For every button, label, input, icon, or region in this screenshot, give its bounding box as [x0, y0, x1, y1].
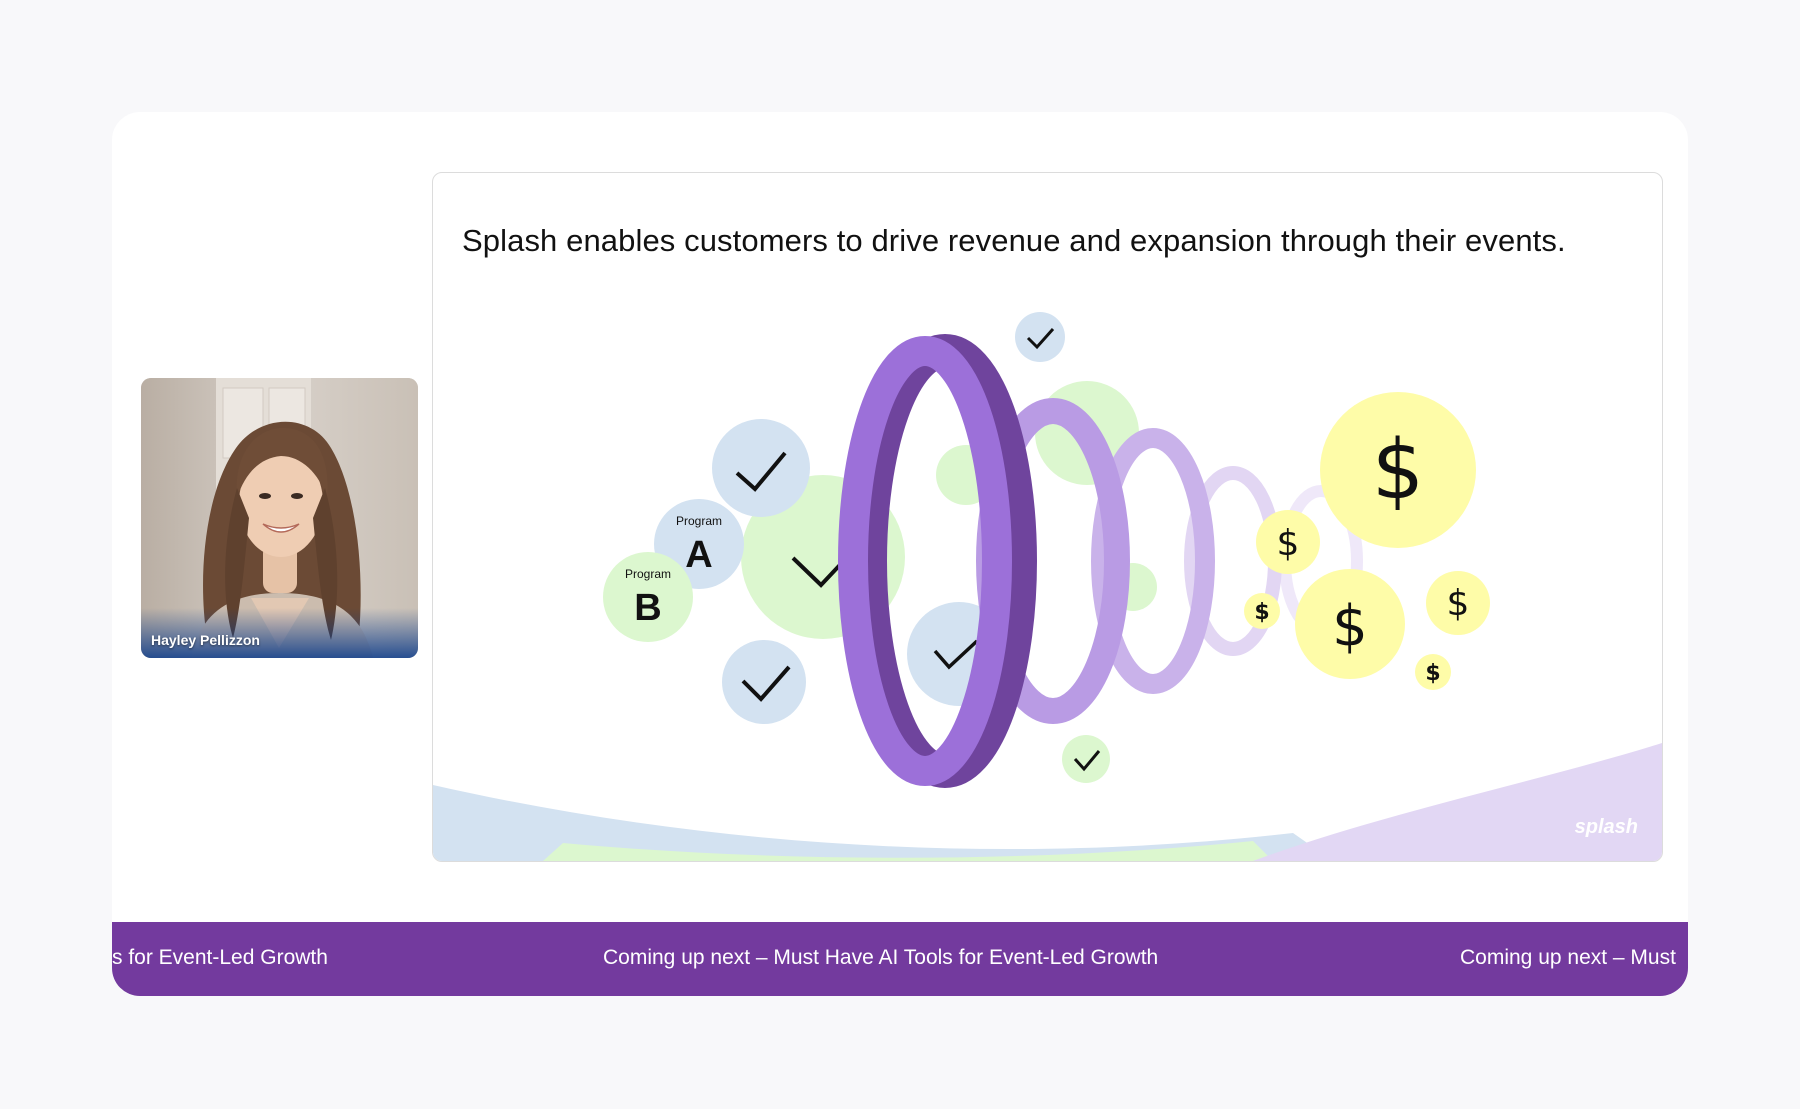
dollar-circle-small: [1244, 593, 1280, 629]
dollar-circle: [1256, 510, 1320, 574]
dollar-icon: $: [1372, 423, 1424, 518]
dollar-icon: $: [1447, 583, 1470, 624]
speaker-video-tile[interactable]: Hayley Pellizzon: [141, 378, 418, 658]
program-a-label: Program: [676, 514, 722, 528]
check-icon: [735, 451, 787, 492]
slide-title: Splash enables customers to drive revenu…: [462, 223, 1566, 258]
presentation-stage: Hayley Pellizzon Program A Program B: [112, 112, 1688, 996]
blue-check-circle: [712, 419, 810, 517]
program-b-badge: [603, 552, 693, 642]
check-icon: [1073, 750, 1101, 772]
program-b-label: Program: [625, 567, 671, 581]
blue-check-circle-small: [1015, 312, 1065, 362]
speaker-video-feed: [141, 378, 418, 658]
check-icon: [933, 639, 979, 670]
check-icon: [1026, 328, 1055, 350]
dollar-icon: $: [1332, 594, 1368, 659]
dollar-circle: [1426, 571, 1490, 635]
blue-wave-shape: [433, 785, 1333, 861]
ticker-item: Coming up next – Must Have AI Tools for …: [603, 946, 1159, 969]
dollar-icon: $: [1254, 600, 1269, 625]
dollar-icon: $: [1277, 523, 1300, 564]
ticker-item: s for Event-Led Growth: [112, 946, 328, 969]
coming-up-next-ticker: s for Event-Led Growth Coming up next – …: [112, 922, 1688, 996]
check-icon: [741, 665, 791, 702]
blue-check-circle: [722, 640, 806, 724]
speaker-name-label: Hayley Pellizzon: [151, 632, 260, 648]
splash-logo: splash: [1574, 816, 1638, 838]
program-b-letter: B: [634, 587, 661, 629]
dollar-circle: [1295, 569, 1405, 679]
program-a-letter: A: [685, 534, 712, 576]
ticker-item: Coming up next – Must: [1460, 946, 1676, 969]
presentation-slide: Program A Program B: [432, 172, 1663, 862]
dollar-icon: $: [1425, 661, 1440, 686]
funnel-illustration: Program A Program B: [433, 312, 1662, 861]
lavender-wave-shape: [1253, 743, 1662, 861]
green-wave-shape: [543, 841, 1273, 861]
green-check-circle-small: [1062, 735, 1110, 783]
dollar-circle-small: [1415, 654, 1451, 690]
dollar-circle-large: [1320, 392, 1476, 548]
